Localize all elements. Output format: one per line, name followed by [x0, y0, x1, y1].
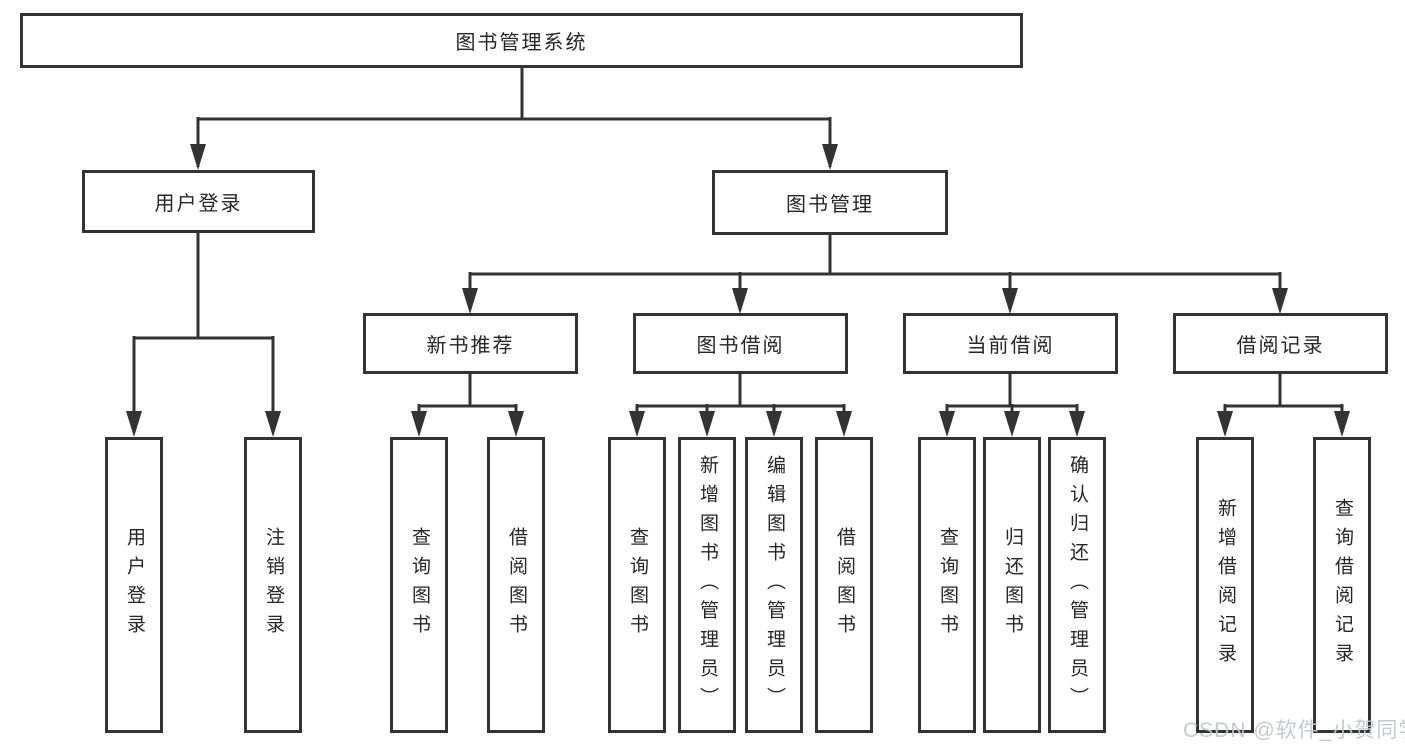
- leaf-add-borrow-record: 新增借阅记录: [1196, 437, 1254, 733]
- connector-book-mgmt-to-level3: [468, 235, 1282, 310]
- leaf-logout: 注销登录: [244, 437, 302, 733]
- node-library-management-system: 图书管理系统: [20, 13, 1023, 68]
- leaf-query-borrow-record: 查询借阅记录: [1313, 437, 1371, 733]
- leaf-confirm-return-admin: 确认归还（管理员）: [1048, 437, 1106, 733]
- arrow-down-icon: [411, 411, 427, 437]
- node-user-login: 用户登录: [82, 170, 315, 233]
- leaf-query-books-current: 查询图书: [918, 437, 976, 733]
- arrow-down-icon: [508, 411, 524, 437]
- arrow-down-icon: [629, 411, 645, 437]
- arrow-down-icon: [1004, 411, 1020, 437]
- arrow-down-icon: [1002, 288, 1018, 314]
- node-borrowing-records: 借阅记录: [1173, 313, 1388, 374]
- arrow-down-icon: [836, 411, 852, 437]
- connector-root-to-level2: [196, 68, 832, 167]
- arrow-down-icon: [462, 288, 478, 314]
- leaf-borrow-books-recommend: 借阅图书: [487, 437, 545, 733]
- connector-line-group: [132, 68, 1344, 432]
- arrow-down-icon: [126, 411, 142, 437]
- arrow-down-icon: [732, 288, 748, 314]
- connector-user-login-to-leaves: [132, 233, 275, 430]
- leaf-edit-books-admin: 编辑图书（管理员）: [745, 437, 803, 733]
- node-current-borrowing: 当前借阅: [903, 313, 1118, 374]
- leaf-return-books: 归还图书: [983, 437, 1041, 733]
- leaf-user-login: 用户登录: [105, 437, 163, 733]
- node-new-book-recommend: 新书推荐: [363, 313, 578, 374]
- connector-book-borrow-to-leaves: [635, 374, 846, 432]
- arrow-down-icon: [265, 411, 281, 437]
- leaf-query-books-borrowing: 查询图书: [608, 437, 666, 733]
- connector-borrow-records-to-leaves: [1223, 374, 1344, 432]
- arrow-down-icon: [766, 411, 782, 437]
- arrow-down-icon: [1217, 411, 1233, 437]
- node-book-management: 图书管理: [712, 170, 948, 235]
- arrow-down-icon: [1334, 411, 1350, 437]
- leaf-add-books-admin: 新增图书（管理员）: [678, 437, 736, 733]
- arrow-down-icon: [1069, 411, 1085, 437]
- connector-new-book-rec-to-leaves: [417, 374, 518, 432]
- arrow-down-icon: [699, 411, 715, 437]
- arrow-down-icon: [822, 144, 838, 170]
- leaf-borrow-books-borrowing: 借阅图书: [815, 437, 873, 733]
- arrowhead-group: [126, 144, 1350, 437]
- arrow-down-icon: [939, 411, 955, 437]
- arrow-down-icon: [190, 144, 206, 170]
- arrow-down-icon: [1272, 288, 1288, 314]
- node-book-borrowing: 图书借阅: [633, 313, 848, 374]
- csdn-watermark: CSDN @软件_小贺同学: [1183, 719, 1405, 742]
- leaf-query-books-recommend: 查询图书: [390, 437, 448, 733]
